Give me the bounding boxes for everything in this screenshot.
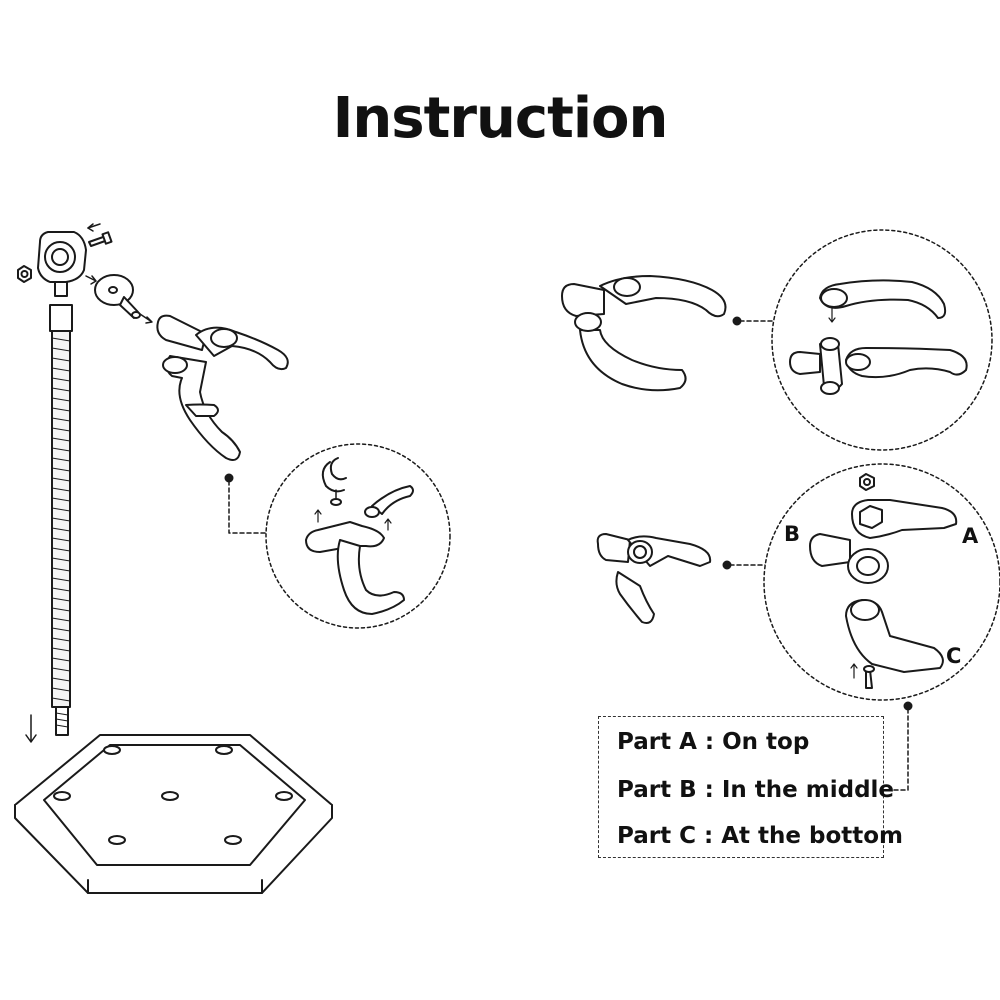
part-label-a: A [962, 524, 979, 548]
joint-assembly [596, 533, 712, 624]
rod-ball-joint [37, 231, 87, 297]
legend-row-part-a: Part A : On top [617, 729, 810, 755]
flexible-rod [49, 304, 73, 736]
legend-row-part-b: Part B : In the middle [617, 777, 895, 803]
parts-legend-box: Part A : On top Part B : In the middle P… [598, 716, 903, 858]
part-label-c: C [946, 644, 962, 668]
claw-clamp [156, 314, 289, 461]
round-disc-piece [85, 274, 141, 319]
page-title: Instruction [332, 86, 669, 151]
hexagonal-base [14, 734, 333, 894]
legend-row-part-c: Part C : At the bottom [617, 823, 903, 849]
detail-circle-left [265, 443, 451, 629]
part-label-b: B [784, 522, 801, 546]
small-nut [17, 265, 32, 283]
tiny-screw [87, 223, 113, 247]
detail-circle-right-bottom [763, 463, 1000, 701]
c-clamp [561, 275, 727, 392]
detail-circle-right-top [771, 229, 993, 451]
